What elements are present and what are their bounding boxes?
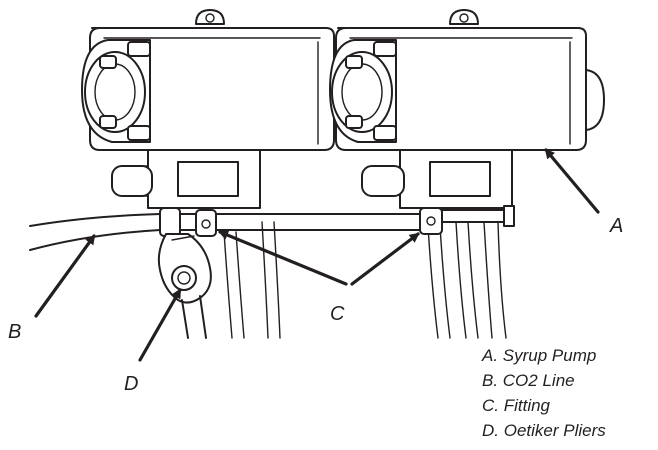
arrow-c-left xyxy=(218,230,348,286)
arrow-d xyxy=(138,288,182,362)
fitting-right xyxy=(419,207,443,235)
legend: A. Syrup Pump B. CO2 Line C. Fitting D. … xyxy=(481,346,606,440)
callout-c: C xyxy=(330,303,345,325)
arrow-b xyxy=(34,234,96,318)
callout-a: A xyxy=(609,215,623,237)
vertical-tubes xyxy=(223,221,507,339)
oetiker-pliers xyxy=(157,233,212,339)
legend-item: B. CO2 Line xyxy=(482,371,575,390)
arrow-c-right xyxy=(350,232,420,286)
callout-b: B xyxy=(8,321,21,343)
callout-d: D xyxy=(124,373,138,395)
legend-item: C. Fitting xyxy=(482,396,551,415)
legend-item: A. Syrup Pump xyxy=(481,346,596,365)
syrup-pump-left xyxy=(81,9,335,209)
leader-arrows xyxy=(34,148,600,362)
arrow-a xyxy=(544,148,600,214)
syrup-pump-right xyxy=(329,9,605,209)
fitting-left xyxy=(159,207,217,237)
legend-item: D. Oetiker Pliers xyxy=(482,421,606,440)
co2-line xyxy=(29,205,515,251)
